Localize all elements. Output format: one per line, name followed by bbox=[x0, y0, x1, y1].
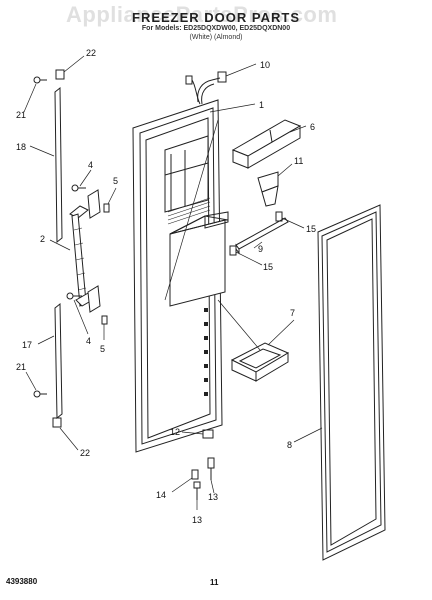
callout-13-lower: 13 bbox=[192, 515, 202, 525]
callout-15-right: 15 bbox=[306, 224, 316, 234]
callout-9: 9 bbox=[258, 244, 263, 254]
callout-15-lower: 15 bbox=[263, 262, 273, 272]
callout-22-lower: 22 bbox=[80, 448, 90, 458]
trim-strip bbox=[229, 211, 289, 256]
page-title: FREEZER DOOR PARTS bbox=[132, 10, 300, 25]
door-handle bbox=[66, 184, 110, 325]
callout-4-upper: 4 bbox=[88, 160, 93, 170]
page-number: 11 bbox=[210, 578, 219, 587]
leader-lines bbox=[23, 55, 323, 510]
ice-chute bbox=[257, 171, 279, 207]
drip-tray bbox=[230, 342, 290, 382]
callout-8: 8 bbox=[287, 440, 292, 450]
callout-13-upper: 13 bbox=[208, 492, 218, 502]
callout-12: 12 bbox=[170, 427, 180, 437]
callout-7: 7 bbox=[290, 308, 295, 318]
callout-14: 14 bbox=[156, 490, 166, 500]
callout-5-lower: 5 bbox=[100, 344, 105, 354]
color-list: (White) (Almond) bbox=[189, 34, 243, 41]
callout-10: 10 bbox=[260, 60, 270, 70]
model-list: For Models: ED25DQXDW00, ED25DQXDN00 bbox=[141, 25, 291, 32]
callout-21-lower: 21 bbox=[16, 362, 26, 372]
callout-2: 2 bbox=[40, 234, 45, 244]
watermark-text: AppliancePartsPros.com bbox=[66, 2, 338, 27]
lower-side-trim bbox=[33, 302, 63, 428]
callout-4-lower: 4 bbox=[86, 336, 91, 346]
callout-11: 11 bbox=[294, 156, 303, 166]
callout-6: 6 bbox=[310, 122, 315, 132]
callout-21-upper: 21 bbox=[16, 110, 26, 120]
actuator-parts bbox=[191, 429, 215, 500]
document-number: 4393880 bbox=[6, 577, 38, 586]
callout-1: 1 bbox=[259, 100, 264, 110]
door-shelf-bin bbox=[231, 119, 302, 169]
callout-5-upper: 5 bbox=[113, 176, 118, 186]
wire-harness bbox=[185, 71, 227, 105]
callout-17: 17 bbox=[22, 340, 32, 350]
callout-22-upper: 22 bbox=[86, 48, 96, 58]
door-panel bbox=[132, 99, 229, 453]
upper-side-trim bbox=[33, 69, 65, 244]
callout-labels: 1 2 4 4 5 5 6 7 8 9 10 11 12 13 13 14 15… bbox=[16, 48, 316, 525]
callout-18: 18 bbox=[16, 142, 26, 152]
door-gasket bbox=[317, 204, 386, 561]
